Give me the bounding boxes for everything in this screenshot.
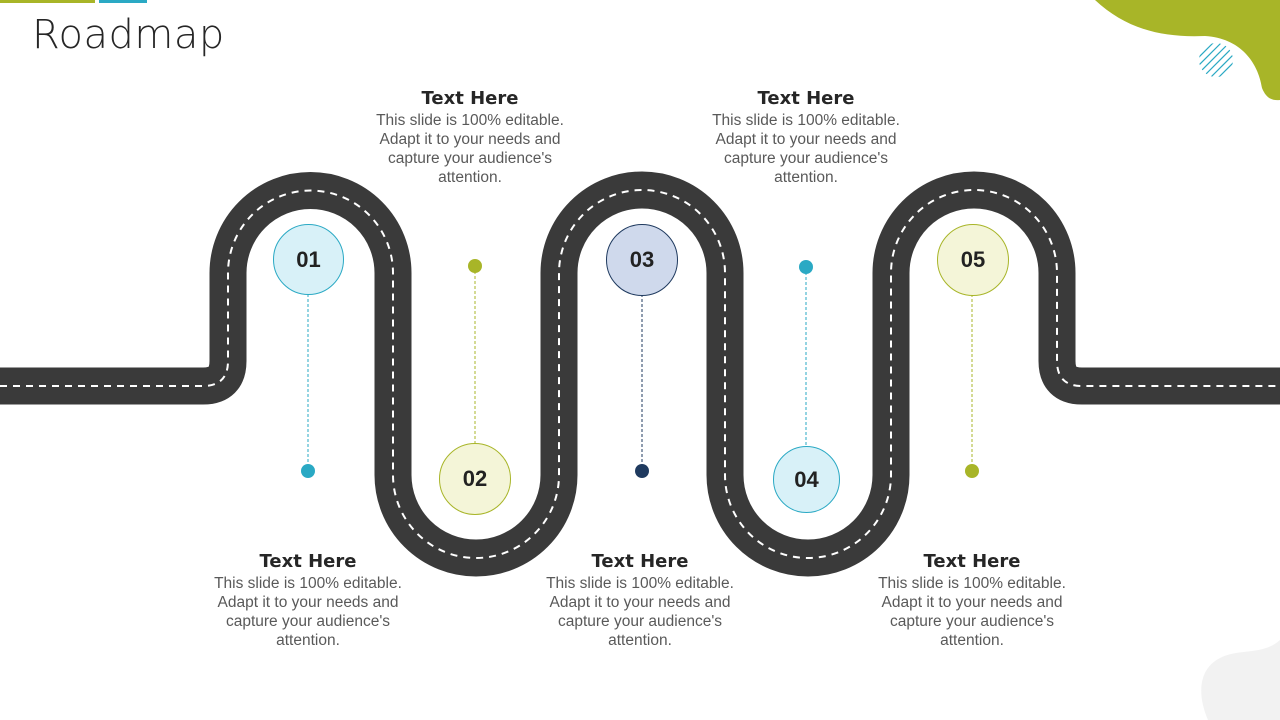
- step-heading-02: Text Here: [421, 88, 519, 109]
- step-heading-03: Text Here: [591, 551, 689, 572]
- step-text-02: Text Here This slide is 100% editable. A…: [370, 87, 570, 187]
- step-body-02: This slide is 100% editable. Adapt it to…: [376, 112, 564, 186]
- step-body-04: This slide is 100% editable. Adapt it to…: [712, 112, 900, 186]
- top-accent-line-teal: [99, 0, 147, 3]
- step-circle-04: 04: [773, 446, 840, 513]
- step-body-05: This slide is 100% editable. Adapt it to…: [878, 575, 1066, 649]
- step-body-03: This slide is 100% editable. Adapt it to…: [546, 575, 734, 649]
- step-text-03: Text Here This slide is 100% editable. A…: [540, 550, 740, 650]
- connector-dot-05: [965, 464, 979, 478]
- road-center-dashes: [0, 189, 1280, 559]
- bottom-corner-blob-shape: [1201, 640, 1280, 720]
- step-heading-04: Text Here: [757, 88, 855, 109]
- step-heading-05: Text Here: [923, 551, 1021, 572]
- step-text-01: Text Here This slide is 100% editable. A…: [208, 550, 408, 650]
- page-title: Roadmap: [32, 12, 225, 58]
- step-circle-03: 03: [606, 224, 678, 296]
- step-circle-01: 01: [273, 224, 344, 295]
- step-circle-05: 05: [937, 224, 1009, 296]
- connector-dot-01: [301, 464, 315, 478]
- top-accent-line-olive: [0, 0, 95, 3]
- connector-dot-03: [635, 464, 649, 478]
- corner-blob-shape: [1095, 0, 1280, 101]
- step-text-05: Text Here This slide is 100% editable. A…: [872, 550, 1072, 650]
- connector-dot-04: [799, 260, 813, 274]
- step-heading-01: Text Here: [259, 551, 357, 572]
- connector-dot-02: [468, 259, 482, 273]
- step-circle-02: 02: [439, 443, 511, 515]
- step-text-04: Text Here This slide is 100% editable. A…: [706, 87, 906, 187]
- step-body-01: This slide is 100% editable. Adapt it to…: [214, 575, 402, 649]
